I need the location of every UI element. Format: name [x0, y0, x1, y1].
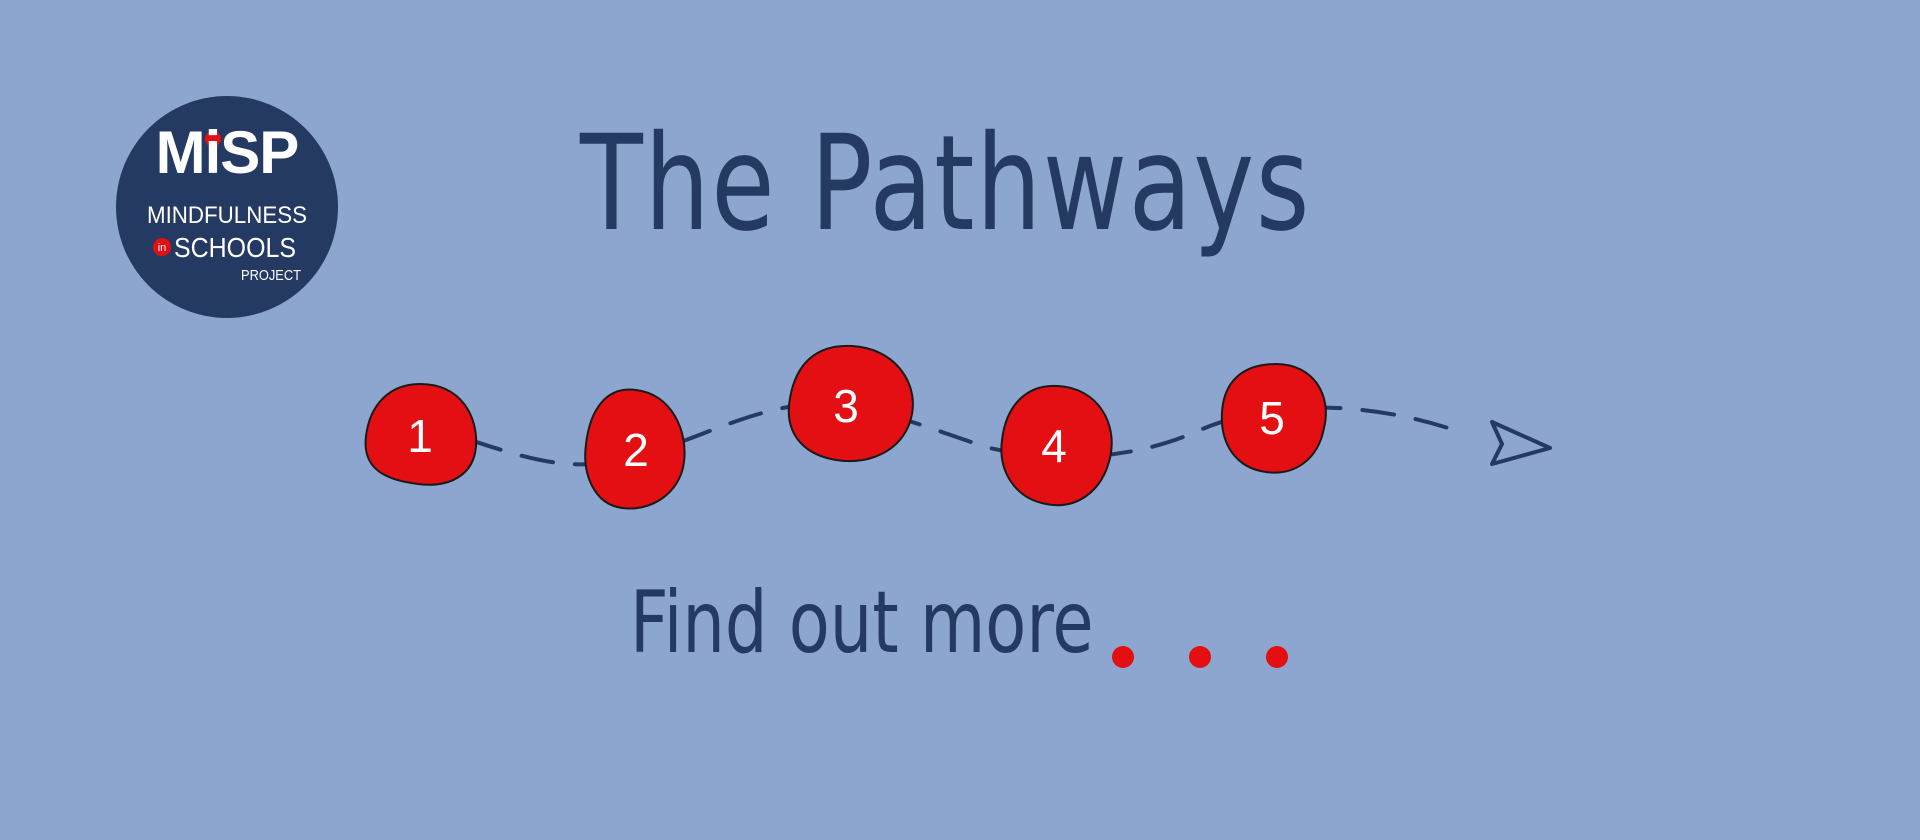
- step-number: 1: [407, 410, 433, 462]
- ellipsis-dot: [1112, 646, 1134, 668]
- step-number: 2: [623, 424, 649, 476]
- pathway-step-2[interactable]: 2: [584, 388, 686, 510]
- step-blob: [787, 344, 914, 463]
- step-number: 3: [833, 380, 859, 432]
- misp-logo: MiSP MINDFULNESS in SCHOOLS PROJECT: [116, 96, 338, 318]
- pathway-step-4[interactable]: 4: [1000, 384, 1113, 507]
- logo-line-project: PROJECT: [241, 267, 301, 284]
- logo-in-badge: [153, 238, 171, 256]
- logo-line-mindfulness: MINDFULNESS: [147, 202, 307, 229]
- logo-circle: [116, 96, 338, 318]
- ellipsis-dot: [1266, 646, 1288, 668]
- logo-red-dot: [205, 131, 221, 147]
- logo-wordmark: MiSP: [156, 119, 299, 186]
- page-title: The Pathways: [580, 107, 1311, 261]
- find-out-more-text[interactable]: Find out more: [630, 573, 1094, 673]
- pathway-step-3[interactable]: 3: [787, 344, 914, 463]
- pathway-step-1[interactable]: 1: [364, 382, 478, 486]
- ellipsis-dot: [1189, 646, 1211, 668]
- step-number: 4: [1041, 420, 1067, 472]
- step-blob: [364, 382, 478, 486]
- arrow-head-icon: [1490, 420, 1552, 466]
- logo-in-text: in: [158, 242, 167, 254]
- logo-line-schools: SCHOOLS: [174, 232, 296, 263]
- step-number: 5: [1259, 392, 1285, 444]
- step-blob: [1220, 362, 1327, 474]
- ellipsis-dots: [1112, 646, 1292, 670]
- pathway-step-5[interactable]: 5: [1220, 362, 1327, 474]
- step-blob: [584, 388, 686, 510]
- step-blob: [1000, 384, 1113, 507]
